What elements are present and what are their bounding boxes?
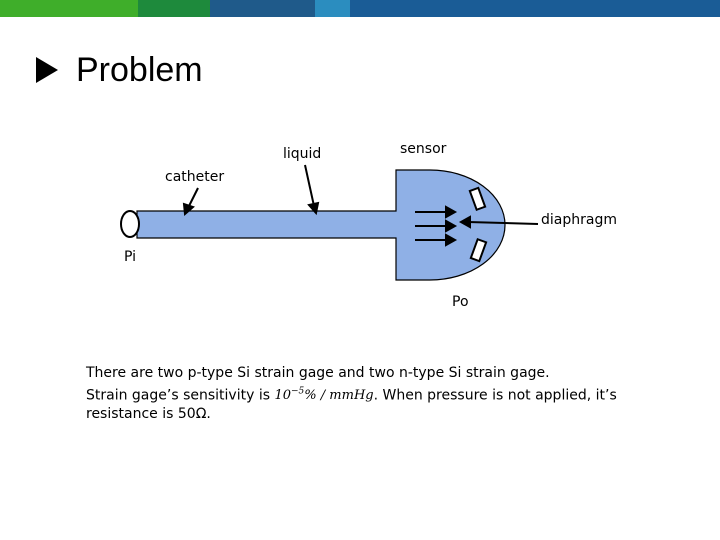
pi-label: Pi xyxy=(124,249,137,265)
sensitivity-formula: 10−5% / mmHg xyxy=(274,387,374,404)
description-text: Strain gage’s sensitivity is xyxy=(86,387,271,404)
formula-unit: % / mmHg xyxy=(304,388,374,404)
topbar-segment xyxy=(315,0,350,17)
description-text: . When pressure is not applied, it’s xyxy=(373,387,617,404)
liquid-label: liquid xyxy=(283,146,322,162)
description-line: resistance is 50Ω. xyxy=(86,406,211,423)
catheter-input-port xyxy=(120,210,140,238)
formula-exponent: −5 xyxy=(291,387,305,397)
strain-gage xyxy=(468,186,487,212)
catheter-label: catheter xyxy=(165,169,225,185)
diaphragm-label: diaphragm xyxy=(541,212,617,228)
title-row: Problem xyxy=(36,50,203,90)
description-line: Strain gage’s sensitivity is 10−5% / mmH… xyxy=(86,383,686,405)
pressure-arrows xyxy=(415,205,458,247)
liquid-pointer xyxy=(304,164,315,207)
slide-title: Problem xyxy=(76,51,203,89)
topbar-segment xyxy=(0,0,138,17)
problem-description: There are two p-type Si strain gage and … xyxy=(86,364,686,424)
topbar-segment xyxy=(138,0,210,17)
right-triangle-bullet-icon xyxy=(36,57,58,83)
sensor-label: sensor xyxy=(400,141,447,157)
topbar-segment xyxy=(210,0,315,17)
catheter-pointer xyxy=(187,187,199,209)
topbar-segment xyxy=(350,0,720,17)
strain-gage xyxy=(469,237,488,263)
formula-base: 10 xyxy=(274,388,292,404)
po-label: Po xyxy=(452,294,469,310)
description-line: There are two p-type Si strain gage and … xyxy=(86,365,550,381)
diaphragm-pointer xyxy=(467,221,539,225)
catheter-and-sensor-body xyxy=(136,169,506,281)
top-color-bar xyxy=(0,0,720,17)
